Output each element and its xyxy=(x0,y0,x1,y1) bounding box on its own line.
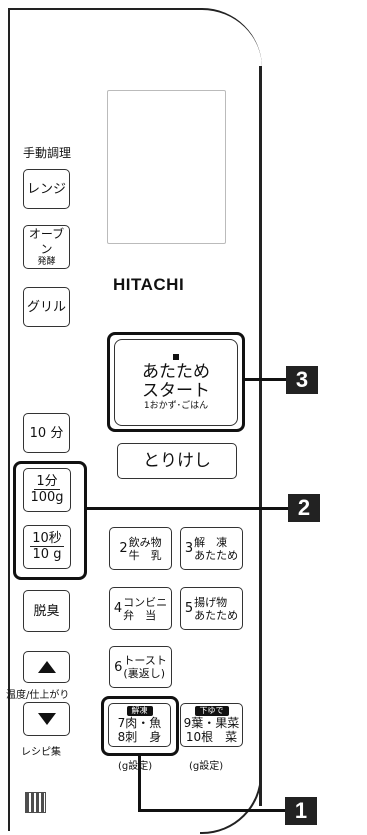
meat-fish-caption: (g設定) xyxy=(118,761,153,772)
callout-3: 3 xyxy=(286,366,318,394)
cancel-button[interactable]: とりけし xyxy=(117,443,237,479)
convenience-label: コンビニ xyxy=(123,595,168,609)
start-sub-label: 1おかず･ごはん xyxy=(143,400,209,411)
toast-button[interactable]: 6 トースト(裏返し) xyxy=(109,646,172,688)
one-minute-num: 1分 xyxy=(34,474,60,490)
warm-start-button[interactable]: あたため スタート 1おかず･ごはん xyxy=(114,339,238,426)
convenience-number: 4 xyxy=(113,601,123,616)
callout-2-line xyxy=(87,507,290,510)
display-window xyxy=(107,90,226,244)
down-button[interactable] xyxy=(23,702,70,736)
callout-1-line-horizontal xyxy=(138,809,286,812)
range-button[interactable]: レンジ xyxy=(23,169,70,209)
drinks-label: 飲み物 xyxy=(128,535,162,549)
root-vegetable-label: 10根 菜 xyxy=(185,730,238,744)
leaf-vegetable-label: 9葉・果菜 xyxy=(183,716,240,730)
lunch-label: 弁 当 xyxy=(123,608,157,622)
cancel-label: とりけし xyxy=(143,450,211,471)
deodorize-label: 脱臭 xyxy=(33,603,60,619)
start-label-line1: あたため xyxy=(142,361,210,382)
indicator-lamp xyxy=(173,353,179,360)
drinks-number: 2 xyxy=(119,541,128,556)
ten-second-button[interactable]: 10秒 10 g xyxy=(23,525,71,569)
callout-2: 2 xyxy=(288,494,320,522)
callout-1: 1 xyxy=(285,797,317,825)
one-minute-fraction: 1分 100g xyxy=(30,474,64,506)
toast-number: 6 xyxy=(114,659,123,675)
grill-button[interactable]: グリル xyxy=(23,287,70,327)
time-group-highlight xyxy=(13,461,87,580)
down-arrow-icon xyxy=(37,713,56,725)
fried-number: 5 xyxy=(184,601,194,616)
up-button[interactable] xyxy=(23,651,70,683)
vegetable-button[interactable]: 下ゆで 9葉・果菜 10根 菜 xyxy=(180,703,243,747)
thaw-warm-number: 3 xyxy=(184,541,194,556)
drinks-button[interactable]: 2 飲み物牛 乳 xyxy=(109,527,172,570)
temperature-label: 温度/仕上がり xyxy=(6,690,70,701)
flip-label: (裏返し) xyxy=(123,667,165,680)
up-arrow-icon xyxy=(37,661,56,673)
fried-label: 揚げ物 xyxy=(194,595,228,609)
convenience-lunch-button[interactable]: 4 コンビニ弁 当 xyxy=(109,587,172,630)
fried-food-button[interactable]: 5 揚げ物あたため xyxy=(180,587,243,630)
boil-tag: 下ゆで xyxy=(194,706,229,716)
qr-code-icon xyxy=(25,792,46,813)
oven-button[interactable]: オーブン 発酵 xyxy=(23,225,70,269)
one-minute-button[interactable]: 1分 100g xyxy=(23,468,71,512)
thaw-warm-button[interactable]: 3 解 凍あたため xyxy=(180,527,243,570)
recipe-book-label: レシピ集 xyxy=(21,747,61,758)
manual-cooking-label: 手動調理 xyxy=(23,146,72,160)
callout-3-line xyxy=(245,378,287,381)
panel-edge xyxy=(259,66,262,806)
fried-warm-label: あたため xyxy=(194,608,239,622)
meat-fish-group-highlight xyxy=(101,696,179,756)
one-minute-den: 100g xyxy=(30,490,64,505)
callout-1-line-vertical xyxy=(138,756,141,812)
meat-fish-button[interactable]: 解凍 7肉・魚 8刺 身 xyxy=(108,703,171,747)
oven-label: オーブン xyxy=(28,226,65,256)
thaw-label: 解 凍 xyxy=(194,535,228,549)
range-label: レンジ xyxy=(26,181,66,197)
vegetable-caption: (g設定) xyxy=(189,761,224,772)
brand-logo: HITACHI xyxy=(113,275,185,294)
sashimi-label: 8刺 身 xyxy=(117,730,162,744)
milk-label: 牛 乳 xyxy=(128,548,162,562)
deodorize-button[interactable]: 脱臭 xyxy=(23,590,70,632)
ten-minute-button[interactable]: 10 分 xyxy=(23,413,70,453)
ten-minute-label: 10 分 xyxy=(29,425,64,441)
start-label-line2: スタート xyxy=(142,380,210,401)
ten-second-fraction: 10秒 10 g xyxy=(30,532,64,562)
control-panel xyxy=(8,8,262,831)
warm-label: あたため xyxy=(194,548,239,562)
ferment-label: 発酵 xyxy=(37,256,56,267)
grill-label: グリル xyxy=(26,299,66,315)
thaw-tag: 解凍 xyxy=(126,706,153,716)
ten-second-den: 10 g xyxy=(32,547,62,562)
ten-second-num: 10秒 xyxy=(30,531,64,547)
start-group-highlight xyxy=(107,332,245,432)
meat-fish-label: 7肉・魚 xyxy=(117,716,162,730)
toast-label: トースト xyxy=(123,654,167,667)
